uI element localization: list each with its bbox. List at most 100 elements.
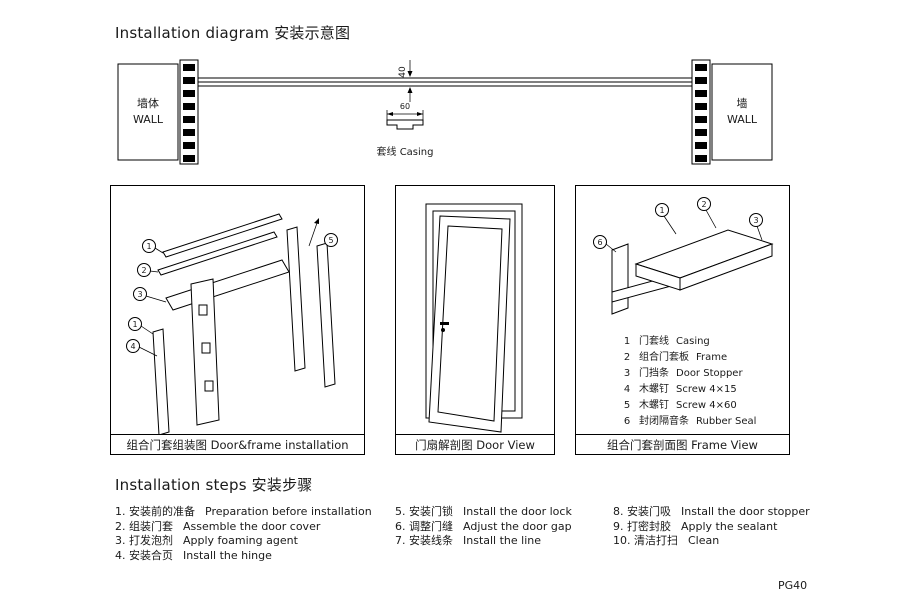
- frame-parts-legend: 1 门套线 Casing 2 组合门套板 Frame 3 门挡条 Door St…: [622, 334, 757, 430]
- svg-text:1: 1: [132, 320, 137, 329]
- step-zh: 7. 安装线条: [395, 534, 453, 547]
- step-zh: 3. 打发泡剂: [115, 534, 173, 547]
- casing-label: 套线 Casing: [377, 145, 434, 158]
- step-zh: 2. 组装门套: [115, 519, 173, 533]
- legend-en: Door Stopper: [676, 368, 743, 379]
- step-zh: 9. 打密封胶: [613, 519, 671, 533]
- legend-en: Rubber Seal: [696, 416, 757, 427]
- legend-item: 4 木螺钉 Screw 4×15: [622, 382, 756, 398]
- legend-en: Frame: [696, 352, 728, 363]
- step-en: Install the door lock: [463, 505, 572, 518]
- step-en: Install the door stopper: [681, 505, 810, 518]
- step-item: 2. 组装门套 Assemble the door cover: [115, 520, 372, 535]
- legend-zh: 封闭隔音条: [639, 416, 689, 427]
- wall-section-diagram: 墙体 WALL 40: [117, 59, 773, 165]
- right-jamb-profile: [691, 59, 711, 165]
- door-handle: [440, 322, 449, 332]
- step-zh: 8. 安装门吸: [613, 505, 671, 518]
- svg-text:3: 3: [137, 290, 142, 299]
- step-zh: 10. 清洁打扫: [613, 534, 678, 547]
- steps-column-1: 1. 安装前的准备 Preparation before installatio…: [115, 505, 372, 563]
- assembly-exploded-drawing: 1 2 3 1 4: [126, 213, 338, 435]
- left-wall-block: [117, 63, 179, 161]
- legend-item: 3 门挡条 Door Stopper: [622, 366, 756, 382]
- svg-text:6: 6: [597, 238, 602, 247]
- step-item: 5. 安装门锁 Install the door lock: [395, 505, 572, 520]
- svg-text:4: 4: [130, 342, 135, 351]
- legend-item: 6 封闭隔音条 Rubber Seal: [622, 414, 757, 430]
- step-item: 1. 安装前的准备 Preparation before installatio…: [115, 505, 372, 520]
- step-en: Clean: [688, 534, 720, 547]
- callout-4: 4: [126, 339, 158, 357]
- step-en: Adjust the door gap: [463, 519, 572, 533]
- callout-f2: 2: [697, 197, 717, 229]
- steps-column-3: 8. 安装门吸 Install the door stopper 9. 打密封胶…: [613, 505, 810, 549]
- callout-6: 6: [593, 235, 617, 253]
- panel-frame-view: 6 1 2 3 1 门套线 Casing: [575, 185, 790, 455]
- frame-view-caption: 组合门套剖面图 Frame View: [576, 434, 789, 454]
- callout-5: 5: [324, 233, 338, 247]
- step-item: 9. 打密封胶 Apply the sealant: [613, 520, 810, 535]
- step-en: Install the hinge: [183, 548, 272, 562]
- legend-zh: 门挡条: [639, 368, 669, 379]
- step-en: Apply foaming agent: [183, 534, 298, 547]
- frame-section-drawing: 6 1 2 3: [593, 197, 774, 315]
- legend-item: 2 组合门套板 Frame: [622, 350, 756, 366]
- legend-item: 5 木螺钉 Screw 4×60: [622, 398, 756, 414]
- step-en: Apply the sealant: [681, 519, 778, 533]
- svg-text:1: 1: [659, 206, 664, 215]
- callout-f1: 1: [655, 203, 677, 235]
- legend-zh: 木螺钉: [639, 400, 669, 411]
- right-wall-label-zh: 墙: [737, 96, 748, 110]
- door-drawing: [425, 203, 523, 433]
- step-en: Assemble the door cover: [183, 519, 321, 533]
- casing-profile: 60 套线 Casing: [377, 102, 434, 158]
- svg-text:1: 1: [146, 242, 151, 251]
- legend-num: 3: [623, 368, 631, 379]
- left-wall-label-zh: 墙体: [137, 96, 159, 110]
- svg-text:2: 2: [701, 200, 706, 209]
- page-title: Installation diagram 安装示意图: [115, 24, 351, 42]
- legend-zh: 门套线: [639, 336, 669, 347]
- callout-1: 1: [142, 239, 164, 254]
- step-zh: 6. 调整门缝: [395, 519, 453, 533]
- step-item: 4. 安装合页 Install the hinge: [115, 549, 372, 564]
- assembly-caption: 组合门套组装图 Door&frame installation: [111, 434, 364, 454]
- panel-assembly: 1 2 3 1 4: [110, 185, 365, 455]
- legend-num: 1: [623, 336, 631, 347]
- panel-door-view: 门扇解剖图 Door View: [395, 185, 555, 455]
- legend-num: 4: [623, 384, 631, 395]
- legend-zh: 组合门套板: [639, 352, 689, 363]
- right-wall-block: [711, 63, 773, 161]
- legend-num: 2: [623, 352, 631, 363]
- step-en: Install the line: [463, 534, 542, 547]
- dimension-40: 40: [398, 60, 413, 102]
- page-number: PG40: [778, 579, 808, 592]
- svg-text:2: 2: [141, 266, 146, 275]
- assembly-arrow: [308, 218, 319, 247]
- step-item: 3. 打发泡剂 Apply foaming agent: [115, 534, 372, 549]
- left-wall-label-en: WALL: [133, 113, 164, 126]
- steps-title: Installation steps 安装步骤: [115, 476, 313, 494]
- step-zh: 1. 安装前的准备: [115, 505, 195, 518]
- svg-text:5: 5: [328, 236, 333, 245]
- step-zh: 5. 安装门锁: [395, 505, 453, 518]
- legend-zh: 木螺钉: [639, 384, 669, 395]
- legend-en: Screw 4×15: [676, 384, 737, 395]
- step-item: 8. 安装门吸 Install the door stopper: [613, 505, 810, 520]
- step-item: 7. 安装线条 Install the line: [395, 534, 572, 549]
- svg-text:3: 3: [753, 216, 758, 225]
- callout-f3: 3: [749, 213, 763, 241]
- legend-item: 1 门套线 Casing: [622, 334, 756, 350]
- legend-num: 6: [623, 416, 631, 427]
- door-view-caption: 门扇解剖图 Door View: [396, 434, 554, 454]
- svg-text:40: 40: [398, 66, 408, 78]
- right-wall-label-en: WALL: [727, 113, 758, 126]
- step-zh: 4. 安装合页: [115, 548, 173, 562]
- step-item: 6. 调整门缝 Adjust the door gap: [395, 520, 572, 535]
- callout-3: 3: [133, 287, 167, 303]
- left-jamb-profile: [179, 59, 199, 165]
- dimension-60: 60: [400, 102, 410, 111]
- callout-2: 2: [137, 263, 159, 277]
